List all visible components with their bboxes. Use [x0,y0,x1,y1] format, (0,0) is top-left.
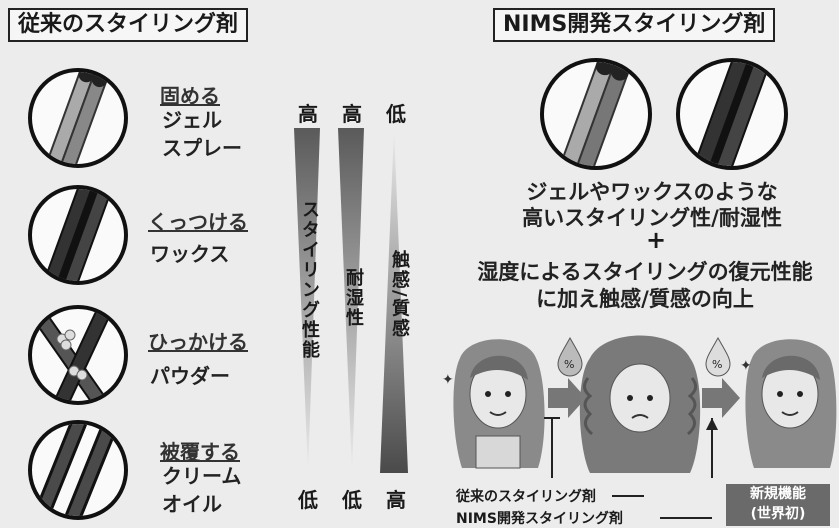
nims-desc-line1: ジェルやワックスのような [526,180,778,204]
bar3-top-label: 低 [386,102,406,126]
category-label: 被覆する [160,440,240,464]
category-label: ひっかける [148,330,248,354]
plus-sign: + [646,226,667,254]
legend-conventional-line [612,495,644,497]
hair-strand-icon [45,72,112,164]
arrow-right-icon [702,378,740,418]
sparkle-icon: ✦ [740,358,752,374]
person-restored [745,339,837,468]
gradient-bars [294,128,408,473]
arrow-right-icon [548,378,586,418]
new-feature-badge: 新規機能 (世界初) [726,484,830,526]
product-label: ワックス [150,242,230,266]
humidity-illustration: % % ✦ ✦ [442,335,837,478]
bar1-top-label: 高 [298,102,318,126]
nims-hair-circle-1 [540,58,652,170]
hair-strand-icon [33,424,120,516]
nims-desc-line3: 湿度によるスタイリングの復元性能 [477,260,813,284]
nims-desc-line2: 高いスタイリング性/耐湿性 [522,206,782,230]
bar3-caption: 触感/質感 [389,250,410,339]
sparkle-icon: ✦ [442,372,454,388]
nims-desc-line4: に加え触感/質感の向上 [536,287,754,311]
bar3-bottom-label: 高 [386,488,406,512]
hair-strand-icon [692,62,772,166]
product-label: オイル [162,492,222,516]
hair-powder-circle [28,305,128,405]
new-feature-line2: (世界初) [750,506,806,522]
category-label: 固める [160,84,220,108]
legend-nims-line [660,517,712,519]
hair-wax-circle [28,185,128,285]
hair-gel-circle [28,68,128,168]
left-panel-title: 従来のスタイリング剤 [8,8,249,42]
person-before [453,339,545,469]
humidity-symbol: % [564,358,574,371]
bar-styling [294,128,320,473]
water-drop-icon [557,336,583,377]
nims-hair-circle-2 [676,58,788,170]
category-label: くっつける [148,210,248,234]
bar2-caption: 耐湿性 [343,268,364,328]
new-feature-line1: 新規機能 [750,486,806,502]
bar1-bottom-label: 低 [298,488,318,512]
hair-cream-circle [28,420,128,520]
hair-strand-icon [32,309,114,401]
humidity-symbol: % [712,358,722,371]
hair-strand-icon [558,62,634,166]
product-label: パウダー [150,364,230,388]
bar-humidity [338,128,364,473]
water-drop-icon [705,336,731,377]
product-label: クリーム [162,464,242,488]
legend-nims: NIMS開発スタイリング剤 [456,511,623,527]
bar2-bottom-label: 低 [342,488,362,512]
legend-conventional: 従来のスタイリング剤 [456,489,596,505]
person-frizzy [579,335,701,473]
hair-strand-icon [43,189,114,281]
right-panel-title: NIMS開発スタイリング剤 [493,8,776,42]
product-label: スプレー [162,136,242,160]
bar1-caption: スタイリング性能 [299,200,320,360]
bar2-top-label: 高 [342,102,362,126]
bar-texture [380,128,408,473]
product-label: ジェル [162,108,222,132]
